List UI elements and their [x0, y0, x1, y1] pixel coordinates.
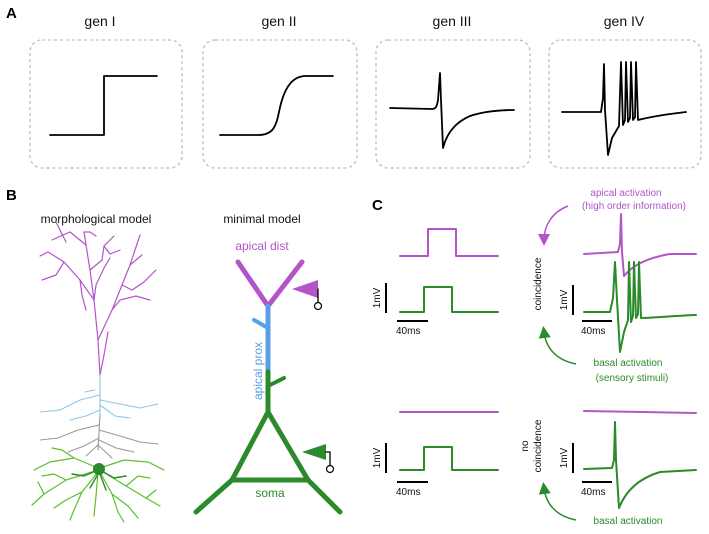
scale-mv-1: 1mV — [372, 287, 383, 308]
minimal-neuron — [193, 259, 343, 515]
proximal-dendrites — [39, 414, 159, 459]
apical-dist-branches — [235, 259, 305, 309]
gen-1-title: gen I — [84, 13, 115, 29]
basal-synapse-marker — [302, 444, 326, 460]
apical-output-trace — [583, 213, 697, 277]
soma-label: soma — [255, 486, 285, 500]
apical-prox-side — [252, 318, 270, 330]
apical-synapse-marker — [292, 280, 318, 298]
soma-triangle — [229, 409, 311, 483]
morph-soma — [93, 463, 105, 475]
scale-ms-4: 40ms — [581, 487, 605, 498]
gen-4-box — [548, 39, 702, 169]
basal-activation-label-2: basal activation — [594, 516, 663, 527]
gen-4-title: gen IV — [604, 13, 645, 29]
basal-activation-arrow-2 — [538, 482, 577, 521]
apical-activation-arrow — [538, 205, 569, 246]
basal-synapse-bouton — [325, 464, 335, 474]
no-label: no — [520, 440, 531, 452]
soma-side — [266, 376, 286, 388]
morphological-neuron — [31, 221, 165, 523]
gen-4-burst-trace — [561, 61, 687, 156]
basal-activation-label: basal activation — [594, 358, 663, 369]
scale-ms-1: 40ms — [396, 326, 420, 337]
basal-right — [305, 477, 343, 515]
apical-synapse-bouton — [313, 301, 323, 311]
gen-2-sigmoid-trace — [219, 75, 334, 136]
scale-ms-3: 40ms — [396, 487, 420, 498]
basal-input-pulse — [399, 286, 499, 313]
basal-activation-sub: (sensory stimuli) — [596, 373, 669, 384]
scale-mv-4: 1mV — [559, 447, 570, 468]
gen-3-title: gen III — [433, 13, 472, 29]
coincidence-label-2: coincidence — [533, 419, 544, 472]
apical-output-flat — [583, 410, 697, 414]
gen-3-spike-trace — [389, 72, 515, 149]
morphological-model-title: morphological model — [41, 212, 152, 226]
basal-input-pulse-2 — [399, 446, 499, 471]
basal-activation-arrow — [538, 326, 577, 365]
scale-mv-3: 1mV — [372, 447, 383, 468]
apical-input-pulse — [399, 228, 499, 257]
minimal-model-title: minimal model — [223, 212, 300, 226]
apical-activation-label: apical activation — [590, 188, 661, 199]
basal-output-trace — [583, 261, 697, 353]
basal-output-trace-2 — [583, 421, 697, 509]
scale-ms-2: 40ms — [581, 326, 605, 337]
panel-c-letter: C — [372, 197, 383, 214]
gen-2-title: gen II — [261, 13, 296, 29]
scale-mv-2: 1mV — [559, 289, 570, 310]
apical-tuft — [39, 221, 157, 376]
panel-a-letter: A — [6, 5, 17, 22]
basal-left — [193, 477, 235, 515]
gen-2-box — [202, 39, 358, 169]
basal-dendrites — [31, 447, 165, 523]
apical-prox-label: apical prox — [251, 342, 265, 400]
coincidence-label: coincidence — [533, 257, 544, 310]
apical-oblique — [39, 374, 159, 421]
apical-dist-label: apical dist — [235, 239, 289, 253]
apical-activation-sub: (high order information) — [582, 201, 686, 212]
gen-3-box — [375, 39, 531, 169]
basal-synapse-stem — [325, 451, 331, 467]
basal-inner — [71, 469, 127, 491]
panel-b-letter: B — [6, 187, 17, 204]
gen-1-box — [29, 39, 183, 169]
gen-1-step-trace — [49, 75, 158, 136]
